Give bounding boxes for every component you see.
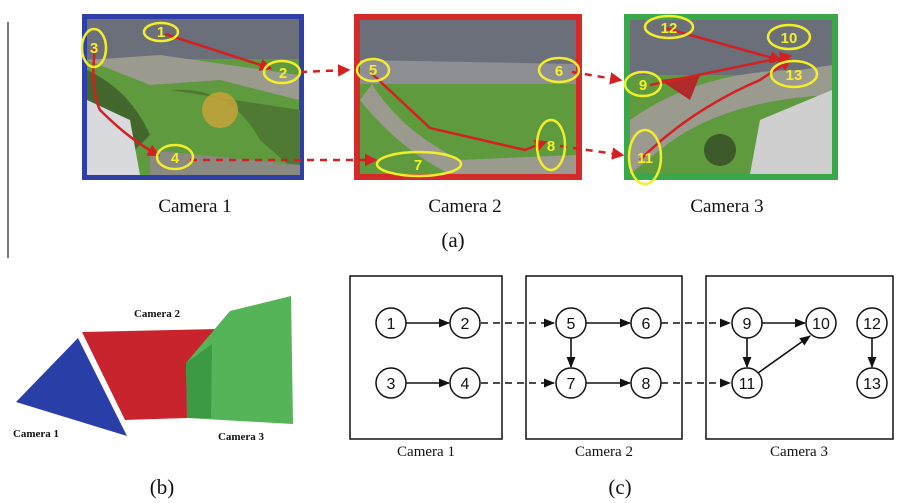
node-label-5: 5 (567, 316, 576, 333)
node-label-10: 10 (812, 316, 830, 333)
node-label-4: 4 (461, 376, 470, 393)
node-13 (856, 367, 888, 399)
node-label-1: 1 (387, 316, 396, 333)
marker-number-4: 4 (171, 150, 180, 167)
graph-nodes (375, 307, 888, 399)
marker-number-10: 10 (781, 30, 798, 47)
graph-edges (406, 318, 877, 388)
marker-5 (355, 57, 391, 83)
panel-b-camera3-label: Camera 3 (218, 431, 265, 443)
node-label-3: 3 (387, 376, 396, 393)
node-3 (375, 367, 407, 399)
marker-number-13: 13 (786, 67, 803, 84)
node-5 (555, 307, 587, 339)
node-label-7: 7 (567, 376, 576, 393)
panel-a-label: (a) (441, 228, 464, 252)
node-12 (856, 307, 888, 339)
marker-13 (769, 59, 819, 89)
marker-number-6: 6 (555, 63, 563, 80)
node-label-11: 11 (739, 376, 756, 393)
marker-9 (623, 70, 663, 98)
panel-a-camera2-label: Camera 2 (428, 196, 501, 217)
node-9 (731, 307, 763, 339)
marker-4 (155, 143, 195, 171)
trajectories (92, 26, 793, 167)
marker-2 (262, 59, 302, 85)
node-label-6: 6 (642, 316, 651, 333)
marker-8 (535, 118, 567, 172)
marker-number-3: 3 (90, 40, 98, 57)
marker-3 (80, 27, 108, 69)
node-10 (805, 307, 837, 339)
panel-a: 1 2 3 4 5 6 7 8 9 10 11 12 13 Camera 1 C… (80, 14, 838, 252)
panel-b-camera2-label: Camera 2 (134, 308, 181, 320)
camera3-fov (186, 296, 293, 424)
marker-number-5: 5 (369, 62, 377, 79)
panel-a-camera3-label: Camera 3 (690, 196, 763, 217)
marker-7 (375, 150, 463, 178)
node-label-8: 8 (642, 376, 651, 393)
node-label-9: 9 (743, 316, 752, 333)
camera1-fov (16, 338, 127, 436)
node-label-12: 12 (863, 316, 881, 333)
panel-b-camera1-label: Camera 1 (13, 428, 59, 440)
node-label-13: 13 (863, 376, 881, 393)
marker-11 (627, 128, 663, 186)
panel-c: 1 2 3 4 5 6 7 8 9 10 11 12 13 Camera 1 C… (349, 275, 894, 499)
node-7 (555, 367, 587, 399)
photo-marker-numbers: 1 2 3 4 5 6 7 8 9 10 11 12 13 (90, 20, 803, 174)
panel-b: Camera 2 Camera 1 Camera 3 (b) (13, 296, 293, 499)
node-1 (375, 307, 407, 339)
marker-1 (142, 21, 180, 43)
camera3-photo (624, 14, 838, 180)
panel-c-label: (c) (608, 475, 631, 499)
panel-a-camera-labels: Camera 1 Camera 2 Camera 3 (158, 196, 763, 217)
camera2-fov (82, 329, 218, 420)
marker-6 (537, 56, 581, 84)
panel-c-camera-labels: Camera 1 Camera 2 Camera 3 (397, 444, 828, 460)
marker-number-2: 2 (279, 65, 287, 82)
marker-12 (643, 14, 695, 40)
marker-number-1: 1 (157, 24, 165, 41)
node-label-2: 2 (461, 316, 470, 333)
panel-c-camera2-label: Camera 2 (575, 444, 633, 460)
photo-markers (80, 14, 819, 186)
node-4 (449, 367, 481, 399)
graph-node-labels: 1 2 3 4 5 6 7 8 9 10 11 12 13 (387, 316, 881, 393)
marker-number-9: 9 (639, 77, 647, 94)
camera2-box (525, 275, 683, 440)
graph-cross-edges (481, 318, 732, 388)
marker-number-7: 7 (414, 157, 422, 174)
node-11 (731, 367, 763, 399)
node-2 (449, 307, 481, 339)
camera3-box (705, 275, 894, 440)
panel-c-camera1-label: Camera 1 (397, 444, 455, 460)
node-8 (630, 367, 662, 399)
panel-b-label: (b) (150, 475, 175, 499)
marker-number-8: 8 (547, 138, 555, 155)
marker-number-11: 11 (637, 150, 653, 167)
camera1-box (349, 275, 503, 440)
marker-number-12: 12 (661, 20, 678, 37)
node-6 (630, 307, 662, 339)
panel-c-camera3-label: Camera 3 (770, 444, 828, 460)
marker-10 (766, 23, 812, 51)
panel-a-camera1-label: Camera 1 (158, 196, 231, 217)
camera1-photo (82, 14, 304, 180)
